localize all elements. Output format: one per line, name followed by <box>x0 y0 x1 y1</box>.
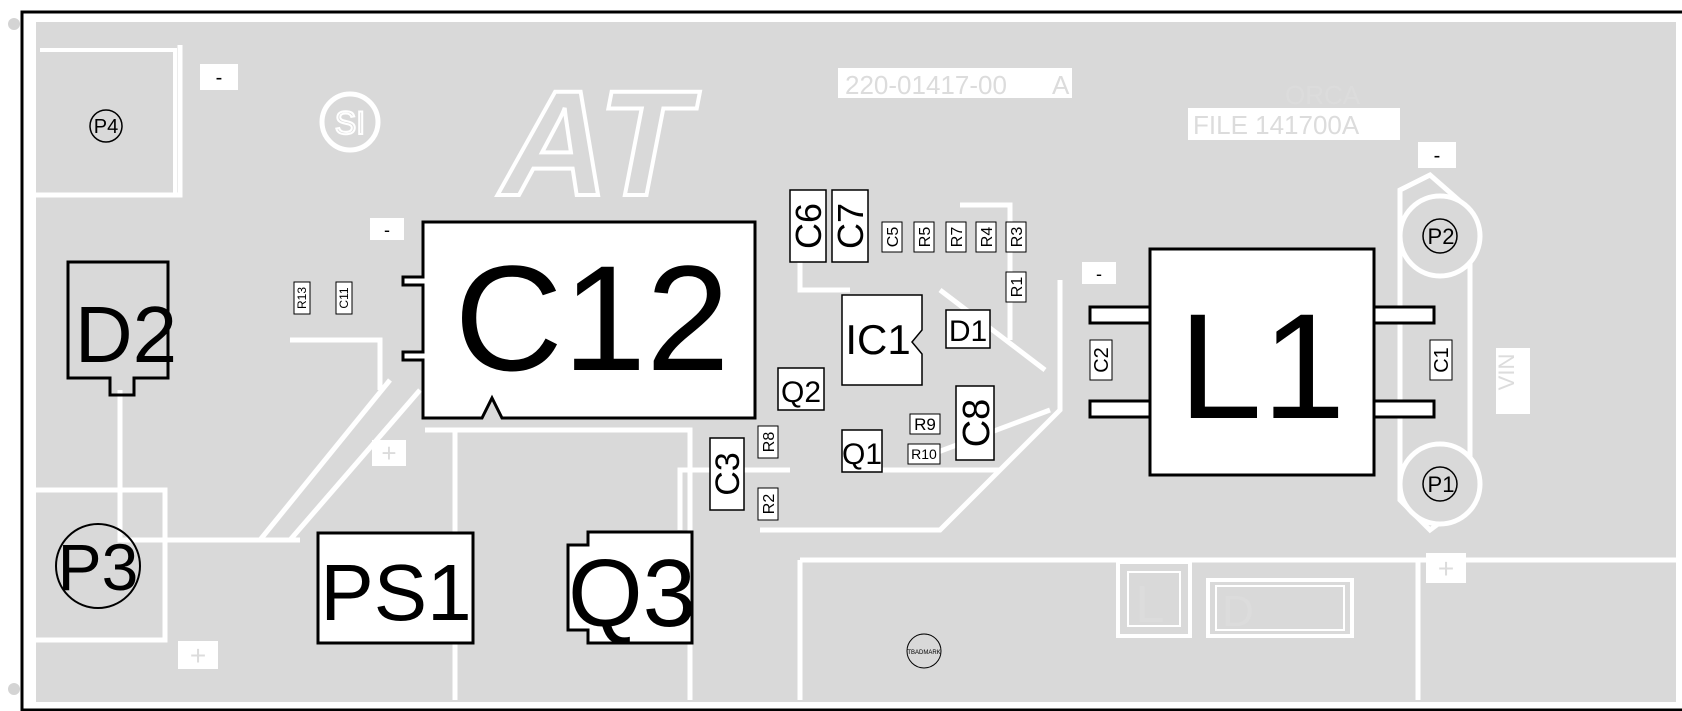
capacitor-c8: C8 <box>955 385 998 461</box>
svg-text:D1: D1 <box>949 315 987 348</box>
at-logo: AT <box>495 57 703 229</box>
l1-label: L1 <box>1179 282 1346 450</box>
capacitor-c1: C1 <box>1429 339 1453 381</box>
vin-label: VIN <box>1494 354 1519 391</box>
svg-text:R3: R3 <box>1009 227 1026 248</box>
svg-text:P2: P2 <box>1428 224 1455 249</box>
svg-text:R2: R2 <box>761 494 778 515</box>
module-ps1: PS1 <box>316 531 475 645</box>
svg-text:C7: C7 <box>830 203 871 249</box>
resistor-r3: R3 <box>1005 221 1027 253</box>
svg-text:R10: R10 <box>911 446 937 462</box>
svg-text:Q2: Q2 <box>781 376 821 409</box>
p3-label: P3 <box>58 530 139 604</box>
svg-text:P1: P1 <box>1428 472 1455 497</box>
svg-text:C1: C1 <box>1431 347 1453 373</box>
bad-mark: TBADMARK <box>906 633 942 669</box>
plus-marker: + <box>1438 553 1454 584</box>
file-label: FILE 141700A <box>1193 110 1360 140</box>
bottom-label-boxes: L D <box>1116 560 1354 638</box>
plus-marker: + <box>381 438 396 468</box>
board-labels: 220-01417-00 A ORCA FILE 141700A VIN <box>838 68 1530 414</box>
resistor-r1: R1 <box>1005 271 1027 303</box>
resistor-r5: R5 <box>913 221 935 253</box>
capacitor-c6: C6 <box>788 189 829 263</box>
resistor-r10: R10 <box>907 443 941 465</box>
inductor-l1: L1 <box>1088 247 1436 477</box>
minus-marker: - <box>384 220 390 240</box>
p4-label: P4 <box>94 116 118 138</box>
minus-marker: - <box>1434 145 1441 167</box>
si-logo: SI <box>319 91 381 153</box>
q3-label: Q3 <box>568 540 696 647</box>
svg-text:C2: C2 <box>1091 347 1113 373</box>
c12-label: C12 <box>454 234 729 402</box>
ps1-label: PS1 <box>320 548 471 637</box>
capacitor-c12: C12 <box>401 220 757 420</box>
transistor-q1: Q1 <box>841 429 883 473</box>
svg-text:Q1: Q1 <box>842 438 882 471</box>
minus-marker: - <box>216 67 223 89</box>
d2-label: D2 <box>75 290 177 379</box>
diode-d2: D2 <box>66 260 177 397</box>
capacitor-c5: C5 <box>881 221 903 253</box>
revision: A <box>1052 70 1070 100</box>
svg-text:R4: R4 <box>979 227 996 248</box>
p4-outline <box>40 48 177 197</box>
resistor-r4: R4 <box>975 221 997 253</box>
svg-text:C3: C3 <box>709 452 747 495</box>
svg-text:R13: R13 <box>295 287 309 309</box>
transistor-q3: Q3 <box>566 530 696 647</box>
capacitor-c11: C11 <box>335 281 353 315</box>
trace-clearances <box>36 45 1680 700</box>
svg-text:R1: R1 <box>1009 277 1026 298</box>
svg-text:R7: R7 <box>949 227 966 248</box>
svg-text:R8: R8 <box>761 432 778 453</box>
ic-ic1: IC1 <box>841 294 923 386</box>
plus-marker: + <box>190 640 206 671</box>
svg-text:SI: SI <box>335 105 365 141</box>
svg-text:R5: R5 <box>917 227 934 248</box>
connector-p4: P4 <box>89 109 123 143</box>
svg-text:AT: AT <box>497 59 701 227</box>
svg-text:R9: R9 <box>914 415 936 434</box>
box-d-label: D <box>1222 587 1254 636</box>
connector-p3: P3 <box>55 523 141 609</box>
capacitor-c7: C7 <box>830 189 871 263</box>
resistor-r13: R13 <box>293 281 311 315</box>
transistor-q2: Q2 <box>777 367 825 411</box>
minus-marker: - <box>1096 264 1102 284</box>
connector-p1: P1 <box>1397 441 1483 527</box>
svg-text:TBADMARK: TBADMARK <box>907 650 940 656</box>
capacitor-c3: C3 <box>709 437 747 511</box>
svg-text:C5: C5 <box>885 227 902 248</box>
box-l-label: L <box>1136 576 1165 634</box>
resistor-r7: R7 <box>945 221 967 253</box>
part-number: 220-01417-00 <box>845 70 1007 100</box>
diode-d1: D1 <box>945 309 991 349</box>
capacitor-c2: C2 <box>1089 339 1113 381</box>
board-name: ORCA <box>1285 80 1361 110</box>
resistor-r9: R9 <box>909 413 941 435</box>
resistor-r8: R8 <box>757 425 779 459</box>
svg-text:IC1: IC1 <box>845 316 910 363</box>
connector-p2: P2 <box>1397 193 1483 279</box>
svg-text:C6: C6 <box>788 203 829 249</box>
resistor-r2: R2 <box>757 487 779 521</box>
svg-text:C8: C8 <box>956 399 998 448</box>
fiducial-top <box>8 18 20 30</box>
polarity-markers: - - - - + + + <box>178 64 1466 671</box>
svg-text:C11: C11 <box>337 287 351 308</box>
fiducial-bottom <box>8 683 20 695</box>
